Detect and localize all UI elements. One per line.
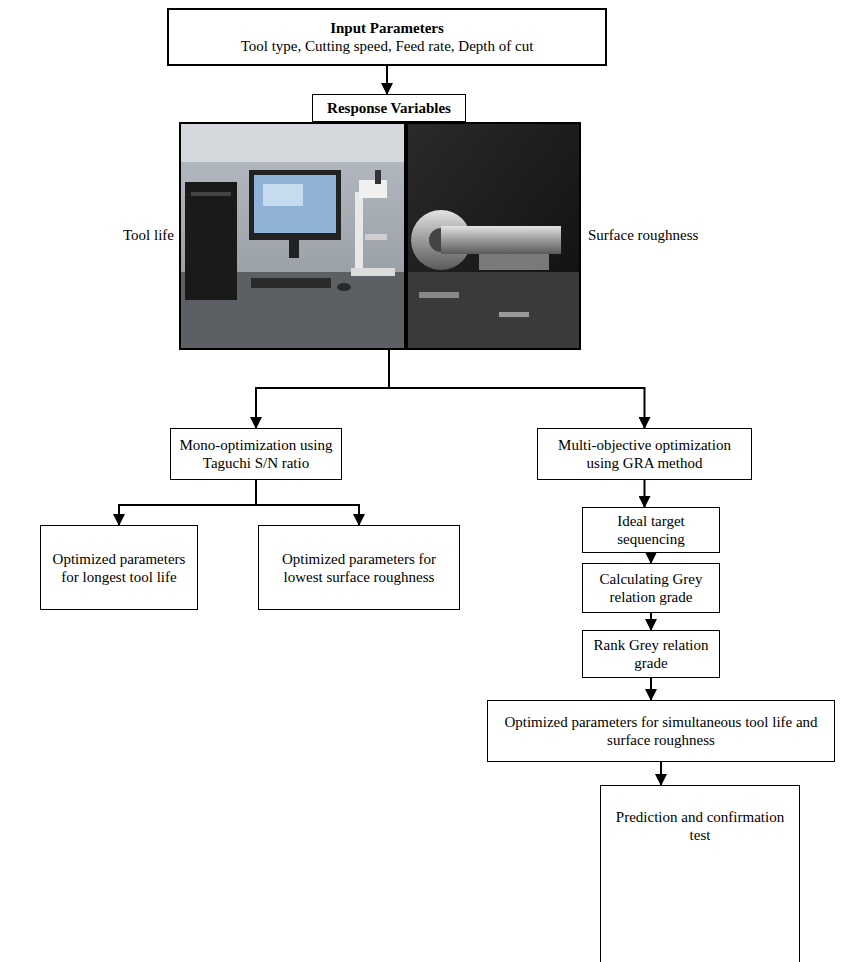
photo-frame [407,123,580,349]
flow-arrow [650,678,652,700]
monitor [249,170,341,240]
box-text: Optimized parameters for lowest surface … [266,550,452,586]
box-text: Multi-objective optimization using GRA m… [545,436,744,472]
flow-arrow [386,66,388,94]
photo-label: Surface roughness [588,226,748,244]
pc-tower [185,182,237,300]
flow-arrow [650,613,652,630]
screen-window [263,184,303,206]
box-text: Prediction and confirmation test [608,808,792,844]
flow-arrow [119,480,256,525]
result-box: Optimized parameters for simultaneous to… [487,700,835,762]
workpiece [479,254,549,270]
monitor-stand [289,240,299,258]
box-text: Mono-optimization using Taguchi S/N rati… [178,436,334,472]
monitor-screen [254,175,336,233]
box-text: Optimized parameters for longest tool li… [48,550,190,586]
box-text: Calculating Grey relation grade [590,570,712,606]
process-box: Rank Grey relation grade [582,630,720,678]
input-box: Input ParametersTool type, Cutting speed… [167,8,607,66]
microscope-eyepiece [375,170,381,184]
box-heading: Response Variables [327,99,451,117]
flow-arrow [650,553,652,563]
microscope-base [351,268,395,276]
box-text: Tool type, Cutting speed, Feed rate, Dep… [241,37,534,55]
lab-background [179,122,405,350]
microscope-head [359,180,387,198]
keyboard [251,278,331,288]
process-box: Multi-objective optimization using GRA m… [537,428,752,480]
process-box: Prediction and confirmation test [600,785,800,962]
flow-arrow [389,122,645,428]
process-box: Ideal target sequencing [582,507,720,553]
result-box: Optimized parameters for lowest surface … [258,525,460,610]
flow-arrow [644,480,646,507]
result-box: Optimized parameters for longest tool li… [40,525,198,610]
flow-arrow [256,480,359,525]
response-box: Response Variables [312,94,466,122]
photo-frame [180,123,405,349]
machine-bed [408,272,581,350]
box-text: Optimized parameters for simultaneous to… [495,713,827,749]
process-box: Calculating Grey relation grade [582,563,720,613]
box-text: Ideal target sequencing [590,512,712,548]
process-box: Mono-optimization using Taguchi S/N rati… [170,428,342,480]
photo-label: Tool life [100,226,174,244]
microscope-stage [365,234,387,240]
mouse [337,283,351,291]
photo-illustration [179,122,581,350]
machine-background [408,122,581,350]
tool-holder [441,226,561,254]
chip [499,312,529,317]
chip [419,292,459,298]
microscope-column [355,192,363,272]
box-heading: Input Parameters [330,19,444,37]
pc-slot [191,192,231,196]
flow-arrow [660,762,662,785]
box-text: Rank Grey relation grade [590,636,712,672]
lab-wall [179,122,405,162]
